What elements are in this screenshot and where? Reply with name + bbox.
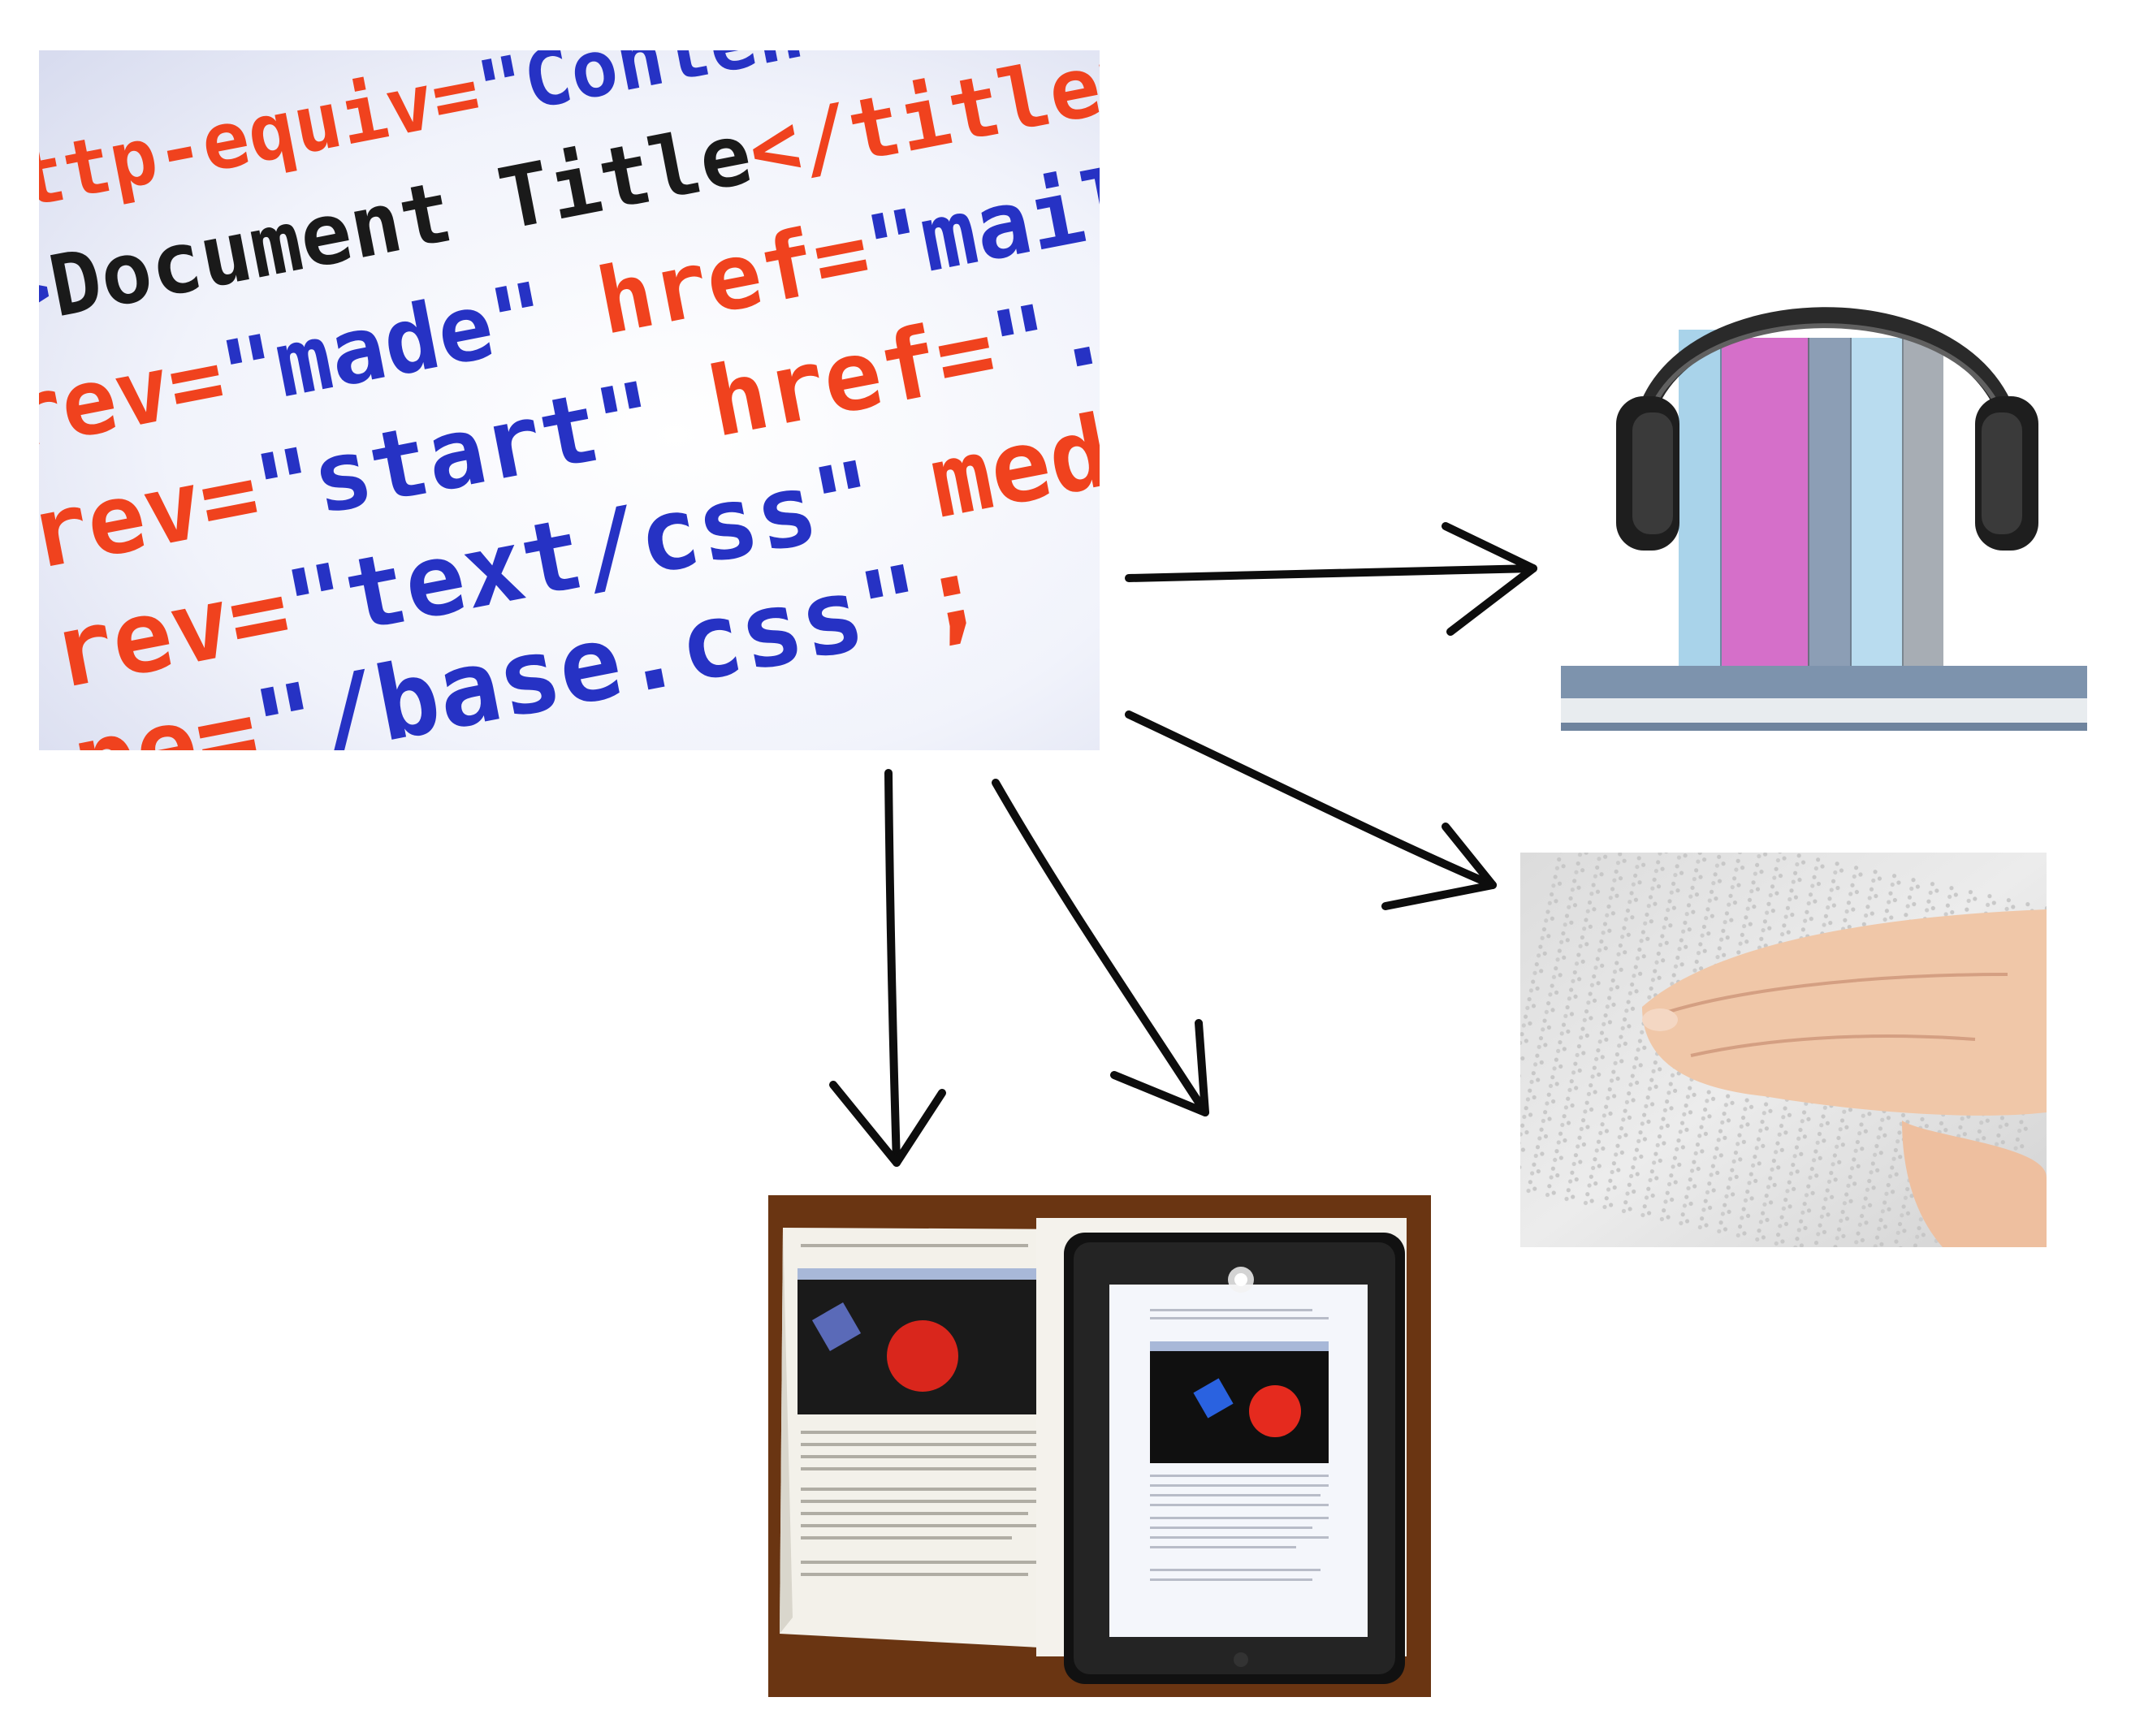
html-code-panel: http-equiv="Content-Ty>Document Title</t… xyxy=(39,50,1100,750)
arrow-to-ebook-right xyxy=(992,779,1209,1116)
headphones-icon xyxy=(1616,307,2038,551)
html-code-image: http-equiv="Content-Ty>Document Title</t… xyxy=(39,50,1100,750)
arrow-to-ebook-left xyxy=(829,769,946,1167)
arrow-to-braille xyxy=(1125,710,1497,910)
braille-hand-icon xyxy=(1520,853,2047,1247)
ebook-tablet-icon xyxy=(768,1195,1431,1697)
books-icon xyxy=(1561,330,2087,731)
ebook-panel xyxy=(768,1195,1431,1697)
audiobook-panel xyxy=(1553,242,2095,771)
arrow-to-audiobook xyxy=(1125,522,1537,636)
braille-panel xyxy=(1520,853,2047,1247)
